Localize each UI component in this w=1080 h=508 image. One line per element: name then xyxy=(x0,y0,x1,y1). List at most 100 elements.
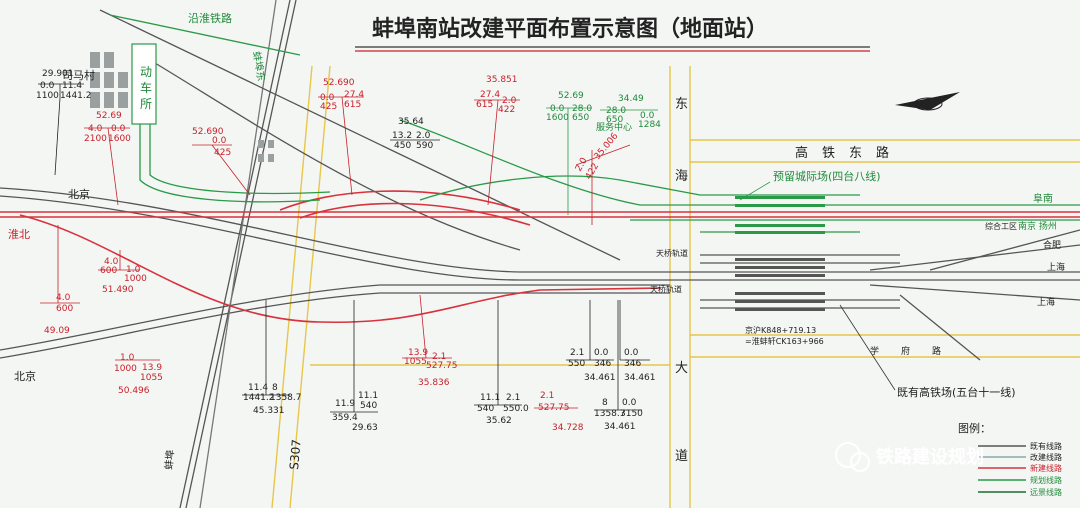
legend: 图例： 既有线路 改建线路 新建线路 规划线路 远景线路 xyxy=(958,421,1062,497)
legend-label-new: 新建线路 xyxy=(1030,463,1062,473)
anno-r8-d: 1055 xyxy=(140,373,163,383)
anno-g1-e: 650 xyxy=(572,113,589,123)
depot-label-2: 车 xyxy=(140,80,152,95)
anno-k4-b: 11.1 xyxy=(358,391,378,401)
anno-g2: 34.49 28.0 0.0 650 1284 xyxy=(600,94,661,130)
anno-k6-c: 550 xyxy=(568,359,585,369)
anno-r6-b: 600 xyxy=(100,266,117,276)
anno-r3-a: 52.690 xyxy=(323,78,355,88)
anno-k8-b: 0.0 xyxy=(622,398,637,408)
anno-r10-b: 527.75 xyxy=(538,403,570,413)
legend-title: 图例： xyxy=(958,421,991,435)
line-label-fuyang: 阜南 xyxy=(1033,192,1053,205)
annotations-red: 52.69 4.0 0.0 2100 1600 52.690 0.0 425 5… xyxy=(40,75,631,433)
anno-r10-c: 34.728 xyxy=(552,423,584,433)
label-guang-sta-1: 天桥轨道 xyxy=(656,248,688,258)
planned-lines xyxy=(0,190,1080,324)
anno-g1-d: 1600 xyxy=(546,113,569,123)
annotations-green: 52.69 0.0 28.0 1600 650 34.49 28.0 0.0 6… xyxy=(546,91,661,215)
planning-lines xyxy=(109,14,1080,233)
anno-r7: 4.0 600 49.09 xyxy=(40,225,80,336)
anno-r4-a: 35.851 xyxy=(486,75,518,85)
anno-r1: 52.69 4.0 0.0 2100 1600 xyxy=(84,111,131,206)
village-buildings xyxy=(90,52,128,108)
anno-k4-c: 359.4 xyxy=(332,413,358,423)
anno-r3-d: 425 xyxy=(320,102,337,112)
anno-k2-d: 450 xyxy=(394,141,411,151)
anno-k1: 29.901 0.0 11.4 1100 1441.2 xyxy=(36,69,92,176)
anno-k2-b: 13.2 xyxy=(392,131,412,141)
anno-g2-b: 28.0 xyxy=(606,106,626,116)
anno-k6-b: 0.0 xyxy=(594,348,609,358)
anno-r8-c: 1000 xyxy=(114,364,137,374)
anno-r3-c: 27.4 xyxy=(344,90,364,100)
anno-k3-a: 11.4 xyxy=(248,383,268,393)
road-label-s307: S307 xyxy=(287,439,304,471)
anno-r7-c: 49.09 xyxy=(44,326,70,336)
line-label-hefei: 合肥 xyxy=(1043,239,1061,251)
anno-r1-d: 2100 xyxy=(84,134,107,144)
anno-k2: 35.64 13.2 2.0 450 590 xyxy=(390,117,440,151)
legend-item-longterm: 远景线路 xyxy=(978,487,1062,497)
mileage-hening: =淮蚌轩CK163+966 xyxy=(745,336,824,346)
anno-r2-b: 0.0 xyxy=(212,136,227,146)
anno-r4: 35.851 27.4 2.0 615 422 xyxy=(474,75,520,206)
watermark: 铁路建设规划 xyxy=(835,442,984,472)
anno-r9-d: 527.75 xyxy=(426,361,458,371)
anno-k7-c: 34.461 xyxy=(624,373,656,383)
anno-k1-e: 1441.2 xyxy=(60,91,92,101)
legend-item-modified: 改建线路 xyxy=(978,452,1062,462)
line-label-shanghai-2: 上海 xyxy=(1037,296,1055,308)
anno-k3-d: 1358.7 xyxy=(270,393,302,403)
anno-k5-e: 35.62 xyxy=(486,416,512,426)
anno-r6-d: 1000 xyxy=(124,274,147,284)
anno-r9-c: 1055 xyxy=(404,357,427,367)
legend-item-planned: 规划线路 xyxy=(978,475,1062,485)
line-label-beijing-bottom: 北京 xyxy=(14,369,36,383)
legend-item-new: 新建线路 xyxy=(978,463,1062,473)
line-label-beijing-top: 北京 xyxy=(68,187,90,201)
anno-k2-c: 2.0 xyxy=(416,131,431,141)
anno-r10: 2.1 527.75 34.728 xyxy=(534,391,584,433)
anno-r9-a: 13.9 xyxy=(408,348,428,358)
anno-g1: 52.69 0.0 28.0 1600 650 xyxy=(546,91,592,215)
anno-k7-a: 0.0 xyxy=(624,348,639,358)
anno-r8-a: 1.0 xyxy=(120,353,135,363)
road-label-dao: 道 xyxy=(675,449,688,464)
anno-k3: 11.4 8 1441.2 1358.7 45.331 xyxy=(242,300,302,416)
anno-k6-a: 2.1 xyxy=(570,348,584,358)
line-label-nanjing-yangzhou: 南京 扬州 xyxy=(1018,220,1057,232)
anno-k1-c: 11.4 xyxy=(62,81,82,91)
line-label-huaibei: 淮北 xyxy=(8,228,30,241)
anno-r2-a: 52.690 xyxy=(192,127,224,137)
anno-k8-a: 8 xyxy=(602,398,608,408)
road-label-gaotie-east: 高铁东路 xyxy=(795,145,903,161)
road-label-dong: 东 xyxy=(675,97,688,112)
anno-r7-a: 4.0 xyxy=(56,293,71,303)
anno-k5-c: 540 xyxy=(477,404,494,414)
yard-label-interurban: 预留城际场(四台八线) xyxy=(773,169,881,183)
anno-g2-d: 650 xyxy=(606,115,623,125)
yard-label-existing: 既有高铁场(五台十一线) xyxy=(897,385,1016,399)
anno-r6: 4.0 600 1.0 1000 51.490 xyxy=(98,250,147,295)
anno-r6-c: 1.0 xyxy=(126,265,141,275)
anno-r1-b: 4.0 xyxy=(88,124,103,134)
watermark-text: 铁路建设规划 xyxy=(876,446,984,468)
anno-k5-d: 550.0 xyxy=(503,404,529,414)
line-label-shanghai-1: 上海 xyxy=(1047,261,1065,273)
anno-r1-c: 0.0 xyxy=(111,124,126,134)
anno-r6-e: 51.490 xyxy=(102,285,134,295)
anno-k4-e: 29.63 xyxy=(352,423,378,433)
anno-r8: 1.0 13.9 1000 1055 50.496 xyxy=(114,353,163,396)
anno-r3-b: 0.0 xyxy=(320,93,335,103)
anno-k5-a: 11.1 xyxy=(480,393,500,403)
legend-item-existing: 既有线路 xyxy=(978,441,1062,451)
anno-k2-a: 35.64 xyxy=(398,117,424,127)
anno-k6-d: 346 xyxy=(594,359,611,369)
anno-r2: 52.690 0.0 425 xyxy=(192,127,251,196)
anno-g1-a: 52.69 xyxy=(558,91,584,101)
